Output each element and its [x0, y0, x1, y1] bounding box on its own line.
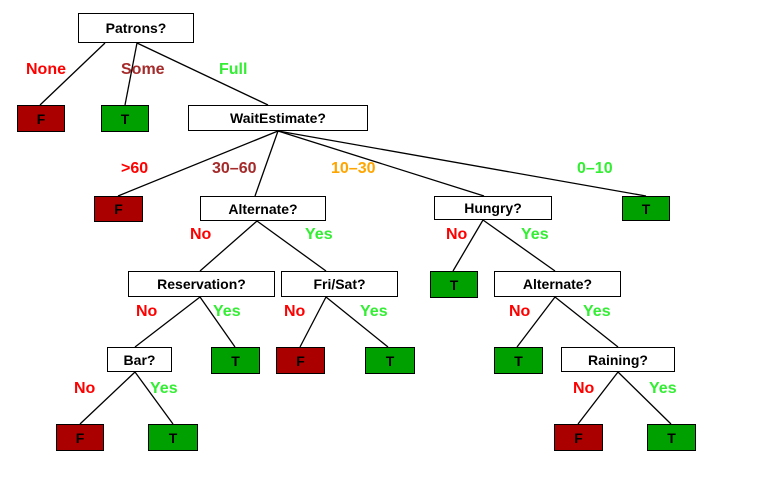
edge-label-rain-no: No	[573, 380, 595, 397]
edge-label-res-no: No	[136, 303, 158, 320]
edge-bar-yes	[134, 371, 174, 425]
edge-wait-0-10	[277, 130, 647, 197]
leaf-reservation-yes: T	[211, 347, 260, 374]
edge-label-rain-yes: Yes	[649, 380, 677, 397]
edge-alt1-yes	[256, 220, 327, 272]
edge-hungry-yes	[482, 219, 556, 272]
leaf-alternate2-no: T	[494, 347, 543, 374]
leaf-patrons-none: F	[17, 105, 65, 132]
edge-label-10-30: 10–30	[331, 160, 376, 177]
edge-label-bar-no: No	[74, 380, 96, 397]
node-raining: Raining?	[561, 347, 675, 372]
node-fri-sat: Fri/Sat?	[281, 271, 398, 297]
edge-label-bar-yes: Yes	[150, 380, 178, 397]
edge-label-fri-no: No	[284, 303, 306, 320]
edge-wait-30-60	[254, 130, 279, 197]
edge-patrons-some	[124, 42, 138, 106]
edge-label-full: Full	[219, 61, 248, 78]
edge-fri-no	[299, 296, 327, 348]
edge-rain-no	[577, 371, 619, 425]
edge-label-alt1-no: No	[190, 226, 212, 243]
edge-alt1-no	[199, 220, 258, 272]
leaf-fri-sat-yes: T	[365, 347, 415, 374]
edge-wait-10-30	[277, 130, 485, 197]
leaf-patrons-some: T	[101, 105, 149, 132]
leaf-wait-gt60: F	[94, 196, 143, 222]
edge-label-fri-yes: Yes	[360, 303, 388, 320]
leaf-bar-no: F	[56, 424, 104, 451]
leaf-raining-yes: T	[647, 424, 696, 451]
edge-label-alt1-yes: Yes	[305, 226, 333, 243]
edge-bar-no	[79, 371, 136, 425]
edge-alt2-yes	[554, 296, 619, 348]
node-patrons: Patrons?	[78, 13, 194, 43]
edge-label-30-60: 30–60	[212, 160, 257, 177]
edge-label-some: Some	[121, 61, 165, 78]
edge-rain-yes	[617, 371, 672, 425]
edge-patrons-none	[39, 42, 106, 106]
leaf-fri-sat-no: F	[276, 347, 325, 374]
node-reservation: Reservation?	[128, 271, 275, 297]
leaf-wait-0-10: T	[622, 196, 670, 221]
edge-patrons-full	[136, 42, 269, 106]
edge-label-alt2-yes: Yes	[583, 303, 611, 320]
leaf-raining-no: F	[554, 424, 603, 451]
node-alternate-1: Alternate?	[200, 196, 326, 221]
edge-label-alt2-no: No	[509, 303, 531, 320]
edge-label-0-10: 0–10	[577, 160, 613, 177]
edge-label-hungry-yes: Yes	[521, 226, 549, 243]
node-alternate-2: Alternate?	[494, 271, 621, 297]
leaf-bar-yes: T	[148, 424, 198, 451]
edge-label-res-yes: Yes	[213, 303, 241, 320]
edge-label-hungry-no: No	[446, 226, 468, 243]
node-wait-estimate: WaitEstimate?	[188, 105, 368, 131]
edge-label-gt60: >60	[121, 160, 149, 177]
edge-label-none: None	[26, 61, 66, 78]
edge-res-no	[134, 296, 201, 348]
edge-alt2-no	[516, 296, 556, 348]
edge-res-yes	[199, 296, 236, 348]
leaf-hungry-no: T	[430, 271, 478, 298]
edge-hungry-no	[452, 219, 484, 272]
edge-wait-gt60	[117, 130, 279, 197]
edge-fri-yes	[325, 296, 389, 348]
node-bar: Bar?	[107, 347, 172, 372]
node-hungry: Hungry?	[434, 196, 552, 220]
